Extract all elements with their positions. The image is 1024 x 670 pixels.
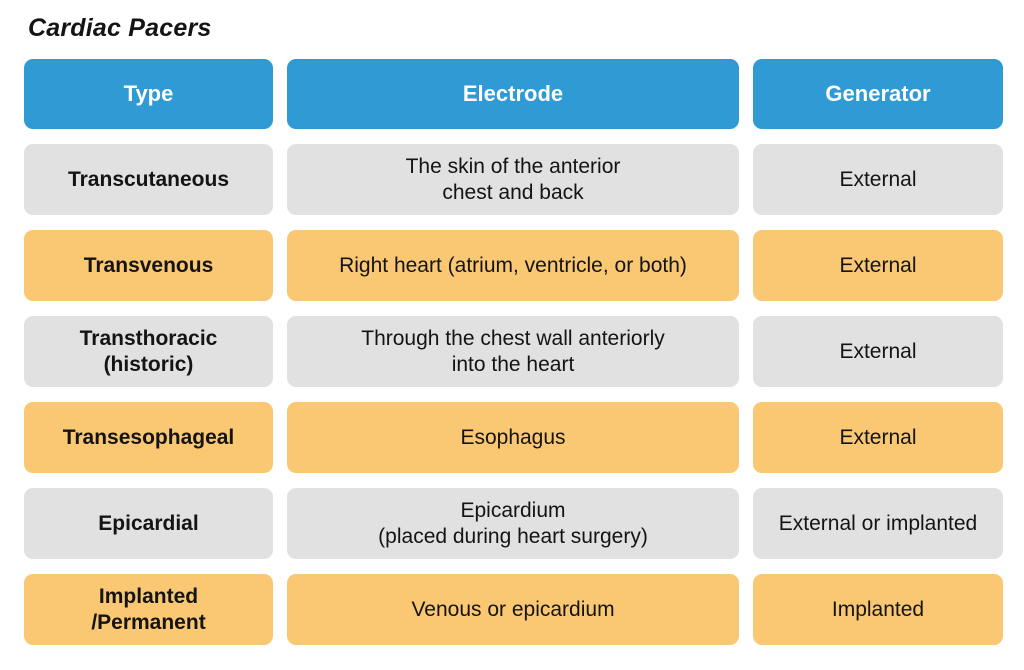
column-header-generator: Generator — [753, 59, 1003, 129]
column-header-type: Type — [24, 59, 273, 129]
electrode-cell-epicardial: Epicardium (placed during heart surgery) — [287, 488, 739, 559]
generator-cell-transesophageal: External — [753, 402, 1003, 473]
type-cell-transvenous: Transvenous — [24, 230, 273, 301]
generator-cell-transvenous: External — [753, 230, 1003, 301]
electrode-cell-implanted-permanent: Venous or epicardium — [287, 574, 739, 645]
electrode-cell-transcutaneous: The skin of the anterior chest and back — [287, 144, 739, 215]
generator-cell-transthoracic: External — [753, 316, 1003, 387]
type-cell-transesophageal: Transesophageal — [24, 402, 273, 473]
type-cell-transcutaneous: Transcutaneous — [24, 144, 273, 215]
column-header-electrode: Electrode — [287, 59, 739, 129]
type-cell-transthoracic: Transthoracic (historic) — [24, 316, 273, 387]
generator-cell-epicardial: External or implanted — [753, 488, 1003, 559]
page-title: Cardiac Pacers — [28, 14, 212, 42]
generator-cell-implanted-permanent: Implanted — [753, 574, 1003, 645]
cardiac-pacers-table: Type Electrode Generator Transcutaneous … — [24, 59, 1003, 645]
electrode-cell-transvenous: Right heart (atrium, ventricle, or both) — [287, 230, 739, 301]
electrode-cell-transthoracic: Through the chest wall anteriorly into t… — [287, 316, 739, 387]
generator-cell-transcutaneous: External — [753, 144, 1003, 215]
type-cell-implanted-permanent: Implanted /Permanent — [24, 574, 273, 645]
type-cell-epicardial: Epicardial — [24, 488, 273, 559]
electrode-cell-transesophageal: Esophagus — [287, 402, 739, 473]
